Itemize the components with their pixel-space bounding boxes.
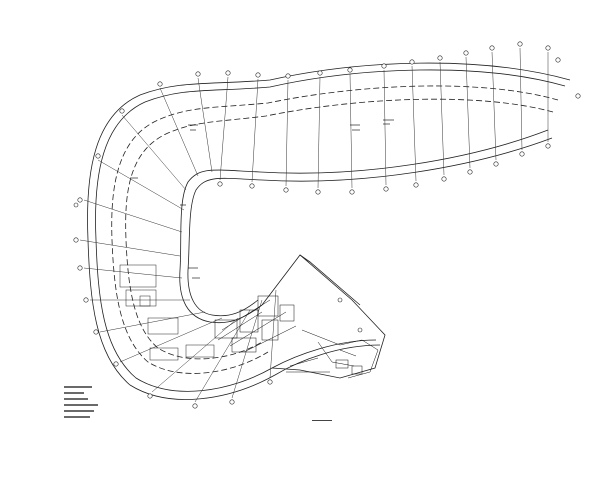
room-details xyxy=(119,264,215,361)
outer-wall xyxy=(87,62,571,400)
legend-line xyxy=(64,386,92,388)
legend-line xyxy=(64,398,88,400)
building-outline xyxy=(87,62,571,400)
lower-wing-2 xyxy=(299,254,361,306)
legend-line xyxy=(64,404,98,406)
legend-line xyxy=(64,392,84,394)
outer-wall-2 xyxy=(95,69,566,392)
inner-wall-2 xyxy=(187,137,553,317)
corridor-line-2 xyxy=(125,98,554,360)
inner-wall xyxy=(179,129,549,324)
corridor-line-1 xyxy=(111,85,559,374)
core-details xyxy=(214,295,379,379)
annotation-marks xyxy=(130,119,394,279)
grid-bubbles xyxy=(73,41,581,409)
drawing-title-underline xyxy=(312,420,332,421)
legend-line xyxy=(64,416,90,418)
legend-line xyxy=(64,410,94,412)
lower-wing xyxy=(261,254,386,379)
